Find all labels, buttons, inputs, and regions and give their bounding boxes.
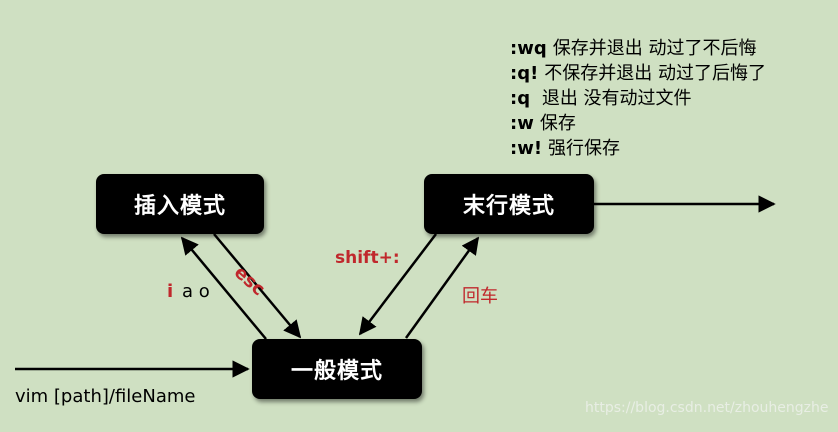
command-item: :w!强行保存 (510, 136, 766, 161)
insert-mode-box: 插入模式 (96, 174, 264, 234)
arrow-normal-to-last (404, 236, 480, 339)
command-key: :q (510, 88, 531, 109)
entry-command-label: vim [path]/fileName (15, 386, 196, 407)
insert-mode-label: 插入模式 (133, 194, 226, 219)
command-desc: 强行保存 (548, 138, 621, 159)
command-item: :q!不保存并退出 动过了后悔了 (510, 61, 766, 86)
edge-label-shift-colon: shift+: (335, 248, 400, 268)
edge-label-i: i (167, 281, 174, 302)
command-item: :q 退出 没有动过文件 (510, 86, 766, 111)
normal-mode-label: 一般模式 (290, 359, 383, 384)
arrow-insert-to-normal (213, 233, 302, 339)
edge-label-a-o: a o (182, 281, 210, 302)
command-key: :q! (510, 63, 539, 84)
arrow-normal-to-insert (180, 236, 267, 340)
command-desc: 退出 没有动过文件 (536, 88, 692, 109)
command-desc: 保存 (539, 113, 576, 134)
edge-label-enter: 回车 (462, 286, 498, 307)
command-key: :w! (510, 138, 543, 159)
last-line-mode-label: 末行模式 (462, 194, 555, 219)
watermark: https://blog.csdn.net/zhouhengzhe (585, 400, 829, 416)
arrow-last-to-normal (358, 233, 437, 336)
command-desc: 不保存并退出 动过了后悔了 (544, 63, 767, 84)
last-line-mode-box: 末行模式 (424, 174, 594, 234)
command-desc: 保存并退出 动过了不后悔 (552, 38, 757, 59)
command-key: :w (510, 113, 534, 134)
normal-mode-box: 一般模式 (252, 339, 422, 399)
command-key: :wq (510, 38, 547, 59)
